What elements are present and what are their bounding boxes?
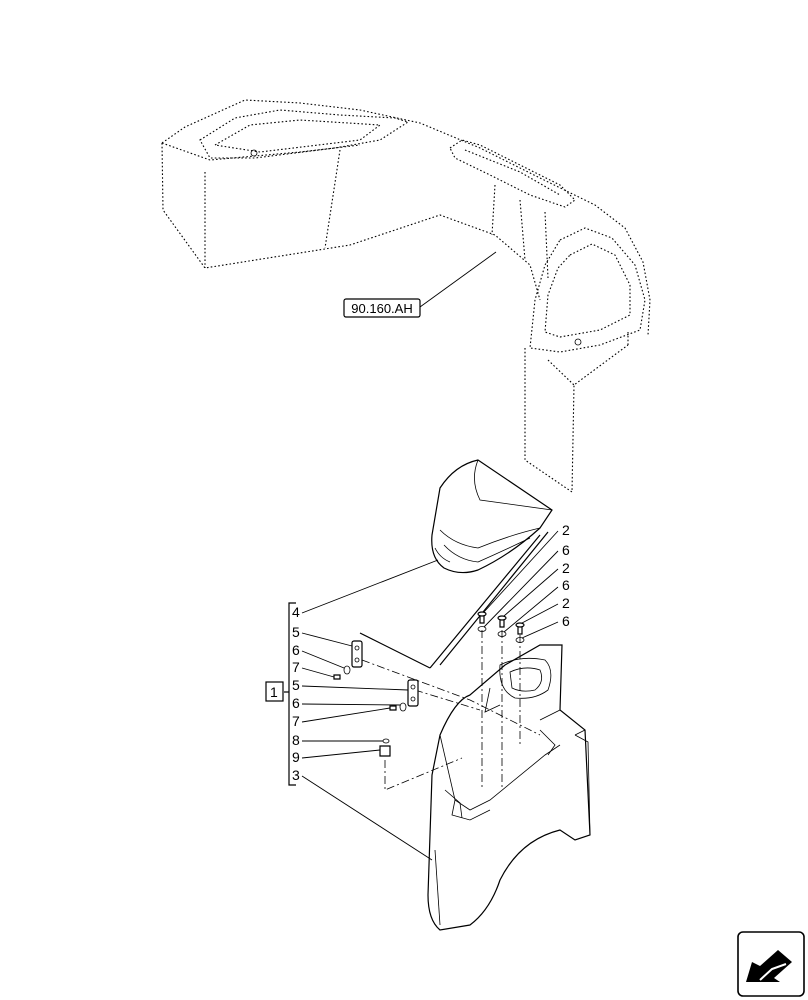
cushion-cover bbox=[431, 459, 553, 574]
reference-label: 90.160.AH bbox=[351, 301, 412, 316]
callout-2c: 2 bbox=[562, 595, 570, 611]
callout-6a: 6 bbox=[562, 542, 570, 558]
callout-9: 9 bbox=[292, 749, 300, 765]
callout-6c: 6 bbox=[562, 613, 570, 629]
callout-5b: 5 bbox=[292, 677, 300, 693]
callout-7a: 7 bbox=[292, 659, 300, 675]
callout-6d: 6 bbox=[292, 642, 300, 658]
callout-2b: 2 bbox=[562, 560, 570, 576]
callout-4: 4 bbox=[292, 604, 300, 620]
hardware-screws bbox=[477, 611, 525, 643]
callout-3: 3 bbox=[292, 767, 300, 783]
group-label: 1 bbox=[270, 684, 278, 700]
callout-6e: 6 bbox=[292, 695, 300, 711]
assembly-lines bbox=[359, 531, 549, 791]
arrow-left-icon[interactable] bbox=[737, 931, 805, 997]
reference-assembly-dotted bbox=[161, 99, 651, 494]
callout-6b: 6 bbox=[562, 577, 570, 593]
callouts-left: 1 4 5 6 7 5 6 7 8 9 3 bbox=[265, 559, 439, 861]
callout-5a: 5 bbox=[292, 624, 300, 640]
reference-callout: 90.160.AH bbox=[343, 251, 497, 318]
callout-8: 8 bbox=[292, 732, 300, 748]
callout-2a: 2 bbox=[562, 522, 570, 538]
callouts-right: 2 6 2 6 2 6 bbox=[483, 522, 570, 639]
hardware-brackets bbox=[333, 640, 419, 757]
console-body bbox=[427, 644, 591, 931]
callout-7b: 7 bbox=[292, 713, 300, 729]
